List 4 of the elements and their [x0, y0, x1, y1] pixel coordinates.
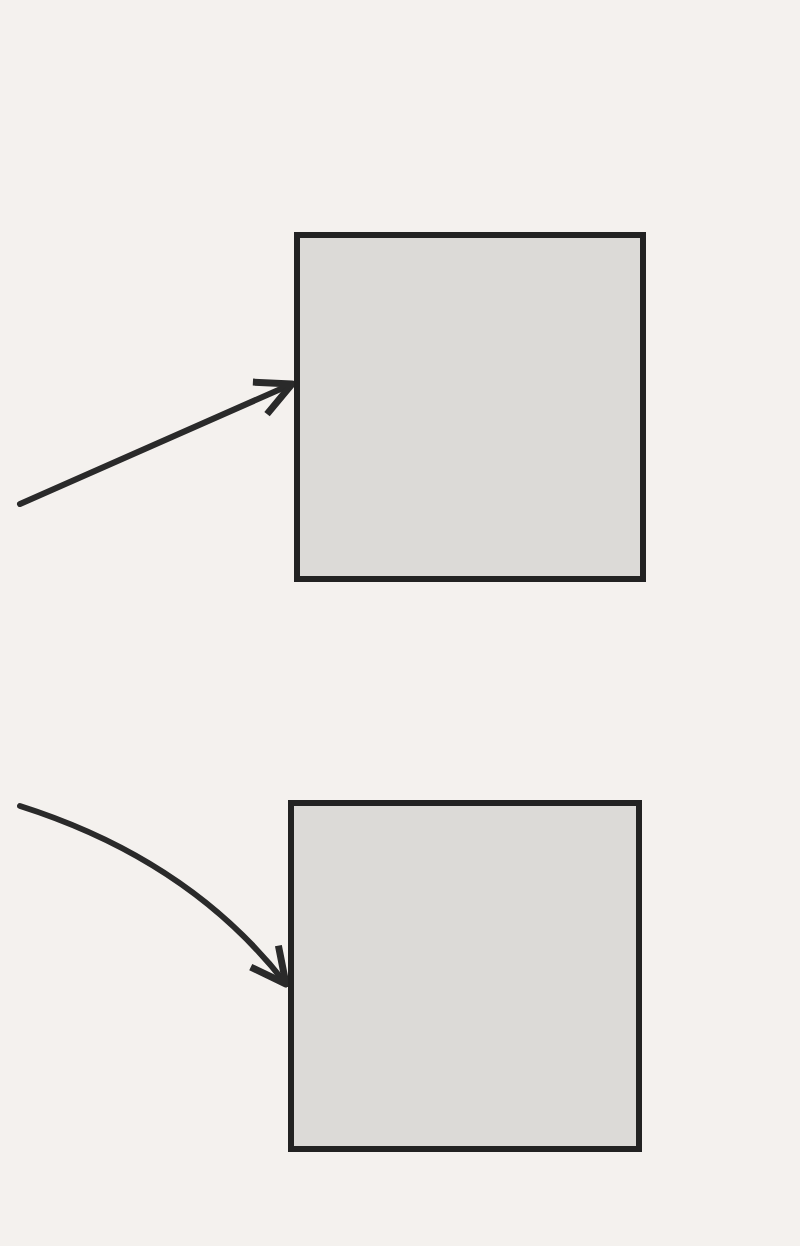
empty-box [288, 800, 642, 1152]
empty-box [294, 232, 646, 582]
arrow [17, 803, 290, 988]
arrow [17, 378, 296, 507]
